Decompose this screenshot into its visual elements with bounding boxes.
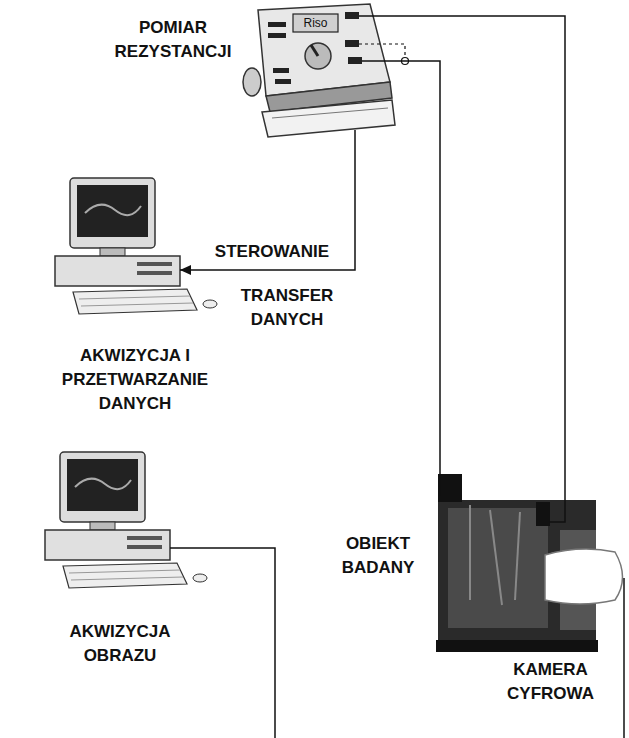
node-label: AKWIZYCJA I PRZETWARZANIE DANYCH [50, 344, 220, 416]
digital-camera [545, 549, 624, 738]
node-label: AKWIZYCJA OBRAZU [55, 620, 185, 668]
edge-label: STEROWANIE [192, 240, 352, 264]
connector [395, 16, 565, 470]
connector [180, 130, 355, 275]
node-label: OBIEKT BADANY [328, 532, 428, 580]
resistance-meter [243, 4, 409, 137]
computer [45, 452, 207, 588]
connector-line [180, 130, 355, 270]
object-node: OBIEKT BADANY [436, 470, 596, 652]
computer [55, 178, 217, 314]
connector-line [395, 16, 565, 470]
connector-line [395, 61, 440, 470]
computer-node: AKWIZYCJA OBRAZU [45, 452, 170, 580]
signal-label: TRANSFER DANYCH [222, 284, 352, 332]
computer-node: AKWIZYCJA I PRZETWARZANIE DANYCH [55, 178, 180, 300]
camera-cable [170, 548, 275, 738]
connector [395, 61, 440, 470]
camera-node: KAMERA CYFROWA [540, 546, 624, 606]
node-label: KAMERA CYFROWA [488, 658, 613, 706]
display-text: Riso [293, 15, 338, 32]
arrowhead [180, 265, 191, 275]
node-label: POMIAR REZYSTANCJI [103, 16, 243, 64]
